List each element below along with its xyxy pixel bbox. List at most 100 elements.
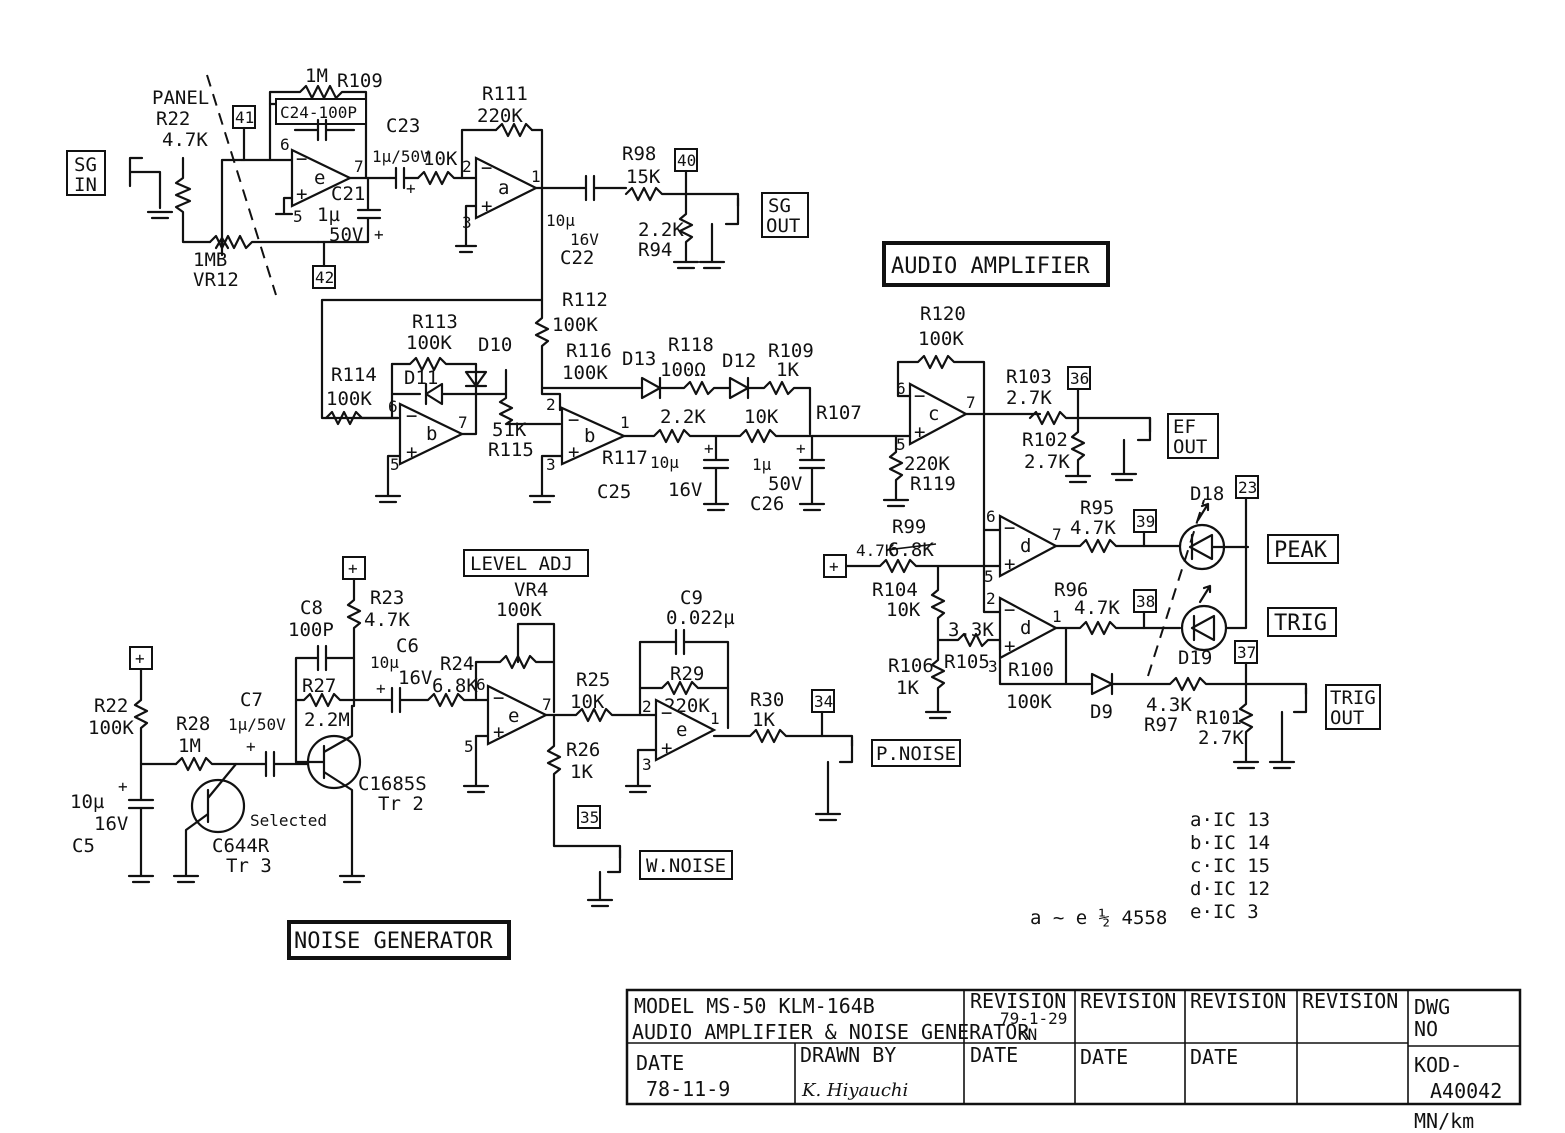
r102-value: 2.7K bbox=[1024, 451, 1070, 473]
c7-plus: + bbox=[246, 737, 256, 756]
opamp-e-top bbox=[290, 148, 353, 208]
r104-label: R104 bbox=[872, 579, 918, 601]
d19-led-symbol bbox=[1190, 614, 1216, 642]
r117-value: 2.2K bbox=[660, 406, 706, 428]
r96-value: 4.7K bbox=[1074, 597, 1120, 619]
opamp-e-noise-1-pin7: 7 bbox=[542, 695, 552, 714]
r101-value: 2.7K bbox=[1198, 727, 1244, 749]
c6-plus: + bbox=[376, 679, 386, 698]
vr12-value: 1MB bbox=[193, 249, 227, 271]
sg-out-label-1: SG bbox=[768, 195, 791, 217]
sg-out-label-2: OUT bbox=[766, 215, 800, 237]
tr2-leads bbox=[294, 704, 366, 884]
d18-label: D18 bbox=[1190, 483, 1224, 505]
trig-label: TRIG bbox=[1274, 611, 1327, 636]
trig-out-box bbox=[1325, 684, 1381, 730]
c22-capacitor bbox=[578, 174, 628, 202]
r119-label: R119 bbox=[910, 473, 956, 495]
r26-value: 1K bbox=[570, 761, 593, 783]
d9-label: D9 bbox=[1090, 701, 1113, 723]
opamp-a-plus: + bbox=[481, 195, 492, 217]
threshold-network bbox=[844, 558, 1002, 652]
opamp-b-right-pin3: 3 bbox=[546, 455, 556, 474]
c23-value: 1µ/50V bbox=[372, 147, 430, 166]
p-noise-jack-symbol bbox=[814, 738, 854, 822]
r98-resistor bbox=[624, 186, 740, 208]
r23-value: 4.7K bbox=[364, 609, 410, 631]
c22-voltage: 16V bbox=[570, 230, 599, 249]
r100-value: 100K bbox=[1006, 691, 1052, 713]
ic-legend-c: c·IC 15 bbox=[1190, 855, 1270, 877]
r99-strike bbox=[885, 543, 937, 551]
r103-value: 2.7K bbox=[1006, 387, 1052, 409]
r27-value: 2.2M bbox=[304, 709, 350, 731]
opamp-d-lower-pin3: 3 bbox=[988, 657, 998, 676]
r109-top-label: R109 bbox=[337, 70, 383, 92]
c25-voltage: 16V bbox=[668, 479, 702, 501]
trig-out-label-1: TRIG bbox=[1330, 687, 1376, 709]
opamp-e-noise-1 bbox=[486, 684, 549, 746]
r10k-a-resistor bbox=[416, 170, 478, 186]
r10k-a-value: 10K bbox=[423, 148, 458, 170]
r120-label: R120 bbox=[920, 303, 966, 325]
noise-generator-stage: + R22 100K + 10µ 16V C5 R28 1M Selected … bbox=[70, 549, 961, 908]
c7-value: 1µ/50V bbox=[228, 715, 286, 734]
r22-ng-label: R22 bbox=[94, 695, 128, 717]
revision-4-label: REVISION bbox=[1302, 989, 1398, 1013]
opamp-e-noise-1-ground bbox=[462, 734, 490, 794]
drawing-number-2: A40042 bbox=[1430, 1079, 1502, 1103]
r96-resistor bbox=[1054, 620, 1182, 636]
opamp-e-noise-1-plus: + bbox=[493, 721, 504, 743]
opamp-a-minus: − bbox=[481, 157, 492, 179]
r104-value: 10K bbox=[886, 599, 921, 621]
c26-label: C26 bbox=[750, 493, 784, 515]
trig-out-label-2: OUT bbox=[1330, 707, 1364, 729]
r22-top-value: 4.7K bbox=[162, 129, 208, 151]
c6-value: 10µ bbox=[370, 653, 399, 672]
vr12-wiper bbox=[220, 158, 244, 257]
model-label: MODEL MS-50 KLM-164B bbox=[634, 994, 875, 1018]
c9-label: C9 bbox=[680, 587, 703, 609]
pad-plus-c-label: + bbox=[348, 559, 358, 578]
r30-label: R30 bbox=[750, 689, 784, 711]
opamp-b-right-pin2: 2 bbox=[546, 395, 556, 414]
revision-2-label: REVISION bbox=[1080, 989, 1176, 1013]
opamp-b-left-output bbox=[460, 390, 478, 436]
ef-out-label-2: OUT bbox=[1173, 436, 1207, 458]
d11-diode bbox=[390, 382, 508, 406]
r24-value: 6.8K bbox=[432, 675, 478, 697]
r119-value: 220K bbox=[904, 453, 950, 475]
opamp-e-top-letter: e bbox=[314, 167, 325, 189]
opamp-b-left-pin5: 5 bbox=[390, 455, 400, 474]
opamp-b-left-pin7: 7 bbox=[458, 413, 468, 432]
p-noise-box bbox=[871, 739, 961, 767]
audio-amplifier-title: AUDIO AMPLIFIER bbox=[891, 254, 1090, 279]
date-label: DATE bbox=[636, 1051, 684, 1075]
r114-resistor bbox=[324, 410, 400, 426]
r115-value: 51K bbox=[492, 419, 527, 441]
c25-plus: + bbox=[704, 439, 714, 458]
d19-led bbox=[1180, 604, 1228, 652]
opamp-d-lower-plus: + bbox=[1004, 635, 1015, 657]
revision-1-note: 79-1-29 bbox=[1000, 1009, 1067, 1028]
vr12-potentiometer bbox=[208, 234, 320, 250]
r28-label: R28 bbox=[176, 713, 210, 735]
date-value: 78-11-9 bbox=[646, 1077, 730, 1101]
opamp-d-upper-pin5: 5 bbox=[984, 567, 994, 586]
revision-1-label: REVISION bbox=[970, 989, 1066, 1013]
rev-date-1-label: DATE bbox=[970, 1043, 1018, 1067]
ic-legend: a·IC 13 b·IC 14 c·IC 15 d·IC 12 e·IC 3 a… bbox=[1030, 809, 1270, 929]
opamp-b-left bbox=[398, 402, 465, 466]
audio-amplifier-header-box bbox=[882, 241, 1110, 287]
c22-label: C22 bbox=[560, 247, 594, 269]
opamp-c-letter: c bbox=[928, 403, 939, 425]
r105-label: R105 bbox=[944, 651, 990, 673]
d19-light-arrow bbox=[1198, 584, 1212, 604]
r112-label: R112 bbox=[562, 289, 608, 311]
opamp-b-right-minus: − bbox=[568, 409, 579, 431]
c5-capacitor bbox=[127, 762, 155, 884]
c7-capacitor bbox=[260, 750, 320, 778]
level-adj-box bbox=[463, 549, 589, 577]
ic-legend-e: e·IC 3 bbox=[1190, 901, 1259, 923]
pad-40-label: 40 bbox=[677, 151, 696, 170]
